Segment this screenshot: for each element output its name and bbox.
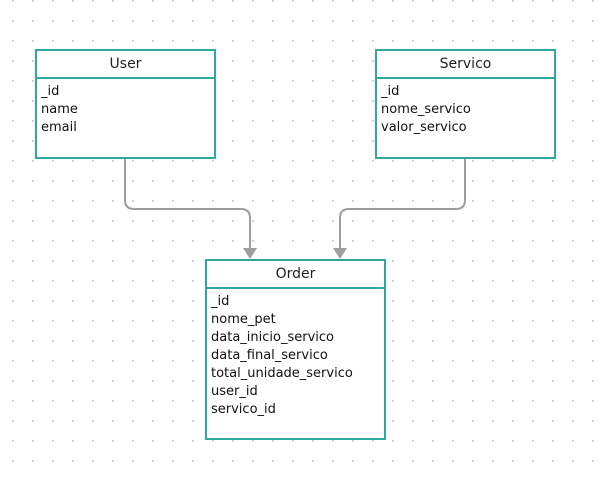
entity-field: _id xyxy=(381,84,400,99)
entity-field: user_id xyxy=(211,384,258,399)
entity-field: _id xyxy=(41,84,60,99)
entity-user[interactable]: User _id name email xyxy=(35,49,216,159)
entity-title: Order xyxy=(207,261,384,289)
connector-servico-to-order xyxy=(339,159,466,250)
entity-order[interactable]: Order _id nome_pet data_inicio_servico d… xyxy=(205,259,386,440)
arrowhead-user-to-order xyxy=(243,248,257,259)
entity-field: valor_servico xyxy=(381,120,467,135)
entity-field-list: _id nome_pet data_inicio_servico data_fi… xyxy=(207,289,384,419)
entity-field-list: _id name email xyxy=(37,79,214,137)
entity-servico[interactable]: Servico _id nome_servico valor_servico xyxy=(375,49,556,159)
entity-field: total_unidade_servico xyxy=(211,366,353,381)
entity-field-list: _id nome_servico valor_servico xyxy=(377,79,554,137)
entity-field: email xyxy=(41,120,77,135)
entity-field: _id xyxy=(211,294,230,309)
entity-field: nome_servico xyxy=(381,102,471,117)
entity-field: servico_id xyxy=(211,402,276,417)
entity-title: User xyxy=(37,51,214,79)
entity-field: data_inicio_servico xyxy=(211,330,334,345)
connector-user-to-order xyxy=(124,159,251,250)
entity-field: data_final_servico xyxy=(211,348,328,363)
entity-title: Servico xyxy=(377,51,554,79)
entity-field: name xyxy=(41,102,78,117)
entity-field: nome_pet xyxy=(211,312,276,327)
arrowhead-servico-to-order xyxy=(333,248,347,259)
